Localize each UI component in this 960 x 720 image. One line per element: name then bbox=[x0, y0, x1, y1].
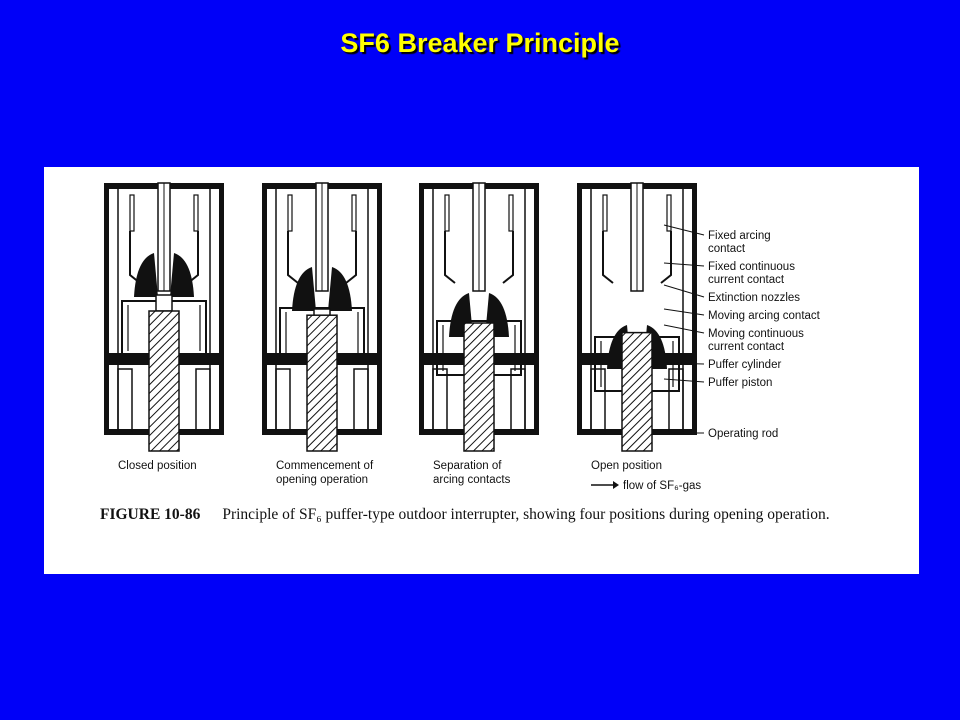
part-label-text: Moving continuous bbox=[708, 328, 804, 340]
piston-support-left bbox=[275, 368, 291, 434]
housing-wall-right bbox=[692, 183, 697, 435]
piston-support-right bbox=[195, 368, 211, 434]
leader-line bbox=[663, 308, 705, 316]
fixed-finger bbox=[602, 194, 608, 232]
piston-support-left bbox=[432, 368, 448, 434]
part-label-puffer-cylinder: Puffer cylinder bbox=[663, 359, 781, 371]
part-label-text: current contact bbox=[708, 341, 785, 353]
piston-support-left bbox=[590, 368, 606, 434]
figure-caption-text: Principle of SF₆ puffer-type outdoor int… bbox=[222, 506, 830, 523]
part-label-moving-arcing-contact: Moving arcing contact bbox=[663, 308, 821, 322]
fixed-finger bbox=[287, 194, 293, 232]
fixed-finger bbox=[666, 194, 672, 232]
housing-wall-left bbox=[419, 183, 424, 435]
part-label-text: current contact bbox=[708, 274, 785, 286]
moving-arcing-contact bbox=[155, 294, 173, 312]
fixed-finger bbox=[351, 194, 357, 232]
slide-title: SF6 Breaker Principle bbox=[340, 28, 620, 58]
extinction-nozzle-left bbox=[134, 253, 158, 297]
fixed-continuous-contact bbox=[660, 231, 672, 284]
part-label-text: contact bbox=[708, 243, 746, 255]
fixed-continuous-contact bbox=[502, 231, 514, 284]
part-label-operating-rod: Operating rod bbox=[664, 428, 778, 440]
housing-wall-right bbox=[534, 183, 539, 435]
fixed-finger bbox=[508, 194, 514, 232]
position-label-open: Open position bbox=[591, 460, 662, 472]
flow-note-text: flow of SF₆-gas bbox=[623, 480, 701, 492]
housing-wall-left bbox=[104, 183, 109, 435]
extinction-nozzle-left bbox=[292, 267, 316, 311]
leader-line bbox=[663, 262, 705, 267]
interrupter-commencement bbox=[262, 182, 382, 452]
housing-wall-right bbox=[377, 183, 382, 435]
operating-rod bbox=[621, 331, 653, 452]
housing-wall-left bbox=[577, 183, 582, 435]
part-label-text: Operating rod bbox=[708, 428, 778, 440]
position-label-commencement: opening operation bbox=[276, 474, 368, 486]
operating-rod bbox=[306, 314, 338, 452]
fixed-continuous-contact bbox=[444, 231, 456, 284]
fixed-finger bbox=[444, 194, 450, 232]
operating-rod bbox=[148, 310, 180, 452]
fixed-continuous-contact bbox=[287, 231, 299, 284]
extinction-nozzle-right bbox=[170, 253, 194, 297]
part-label-puffer-piston: Puffer piston bbox=[663, 377, 772, 389]
part-label-text: Fixed continuous bbox=[708, 261, 795, 273]
piston-support-left bbox=[117, 368, 133, 434]
extinction-nozzle-right bbox=[328, 267, 352, 311]
leader-line bbox=[663, 362, 705, 365]
operating-rod bbox=[463, 322, 495, 452]
fixed-continuous-contact bbox=[602, 231, 614, 284]
fixed-continuous-contact bbox=[345, 231, 357, 284]
position-label-separation: arcing contacts bbox=[433, 474, 511, 486]
leader-line bbox=[663, 224, 705, 236]
leader-line bbox=[663, 378, 705, 383]
fixed-finger bbox=[193, 194, 199, 232]
position-label-commencement: Commencement of bbox=[276, 460, 374, 472]
piston-support-right bbox=[510, 368, 526, 434]
interrupter-separation bbox=[419, 182, 539, 452]
position-label-closed: Closed position bbox=[118, 460, 197, 472]
piston-support-right bbox=[353, 368, 369, 434]
leader-line bbox=[663, 324, 705, 334]
flow-note: flow of SF₆-gas bbox=[591, 480, 701, 492]
part-label-text: Puffer piston bbox=[708, 377, 772, 389]
figure-number: FIGURE 10-86 bbox=[100, 506, 201, 523]
flow-arrow-head-icon bbox=[613, 481, 619, 489]
part-label-text: Fixed arcing bbox=[708, 230, 771, 242]
housing-wall-left bbox=[262, 183, 267, 435]
part-label-text: Moving arcing contact bbox=[708, 310, 821, 322]
figure-panel: Closed position Commencement of opening op… bbox=[44, 167, 919, 574]
position-label-separation: Separation of bbox=[433, 460, 502, 472]
interrupter-open bbox=[577, 182, 697, 452]
piston-support-right bbox=[668, 368, 684, 434]
figure-caption: FIGURE 10-86 Principle of SF₆ puffer-type… bbox=[100, 506, 870, 524]
interrupter-diagram: Closed position Commencement of opening op… bbox=[104, 182, 821, 492]
part-label-text: Puffer cylinder bbox=[708, 359, 781, 371]
interrupter-closed bbox=[104, 182, 224, 452]
housing-wall-right bbox=[219, 183, 224, 435]
fixed-finger bbox=[129, 194, 135, 232]
leader-line bbox=[663, 284, 705, 298]
part-label-text: Extinction nozzles bbox=[708, 292, 800, 304]
part-label-extinction-nozzles: Extinction nozzles bbox=[663, 284, 800, 304]
